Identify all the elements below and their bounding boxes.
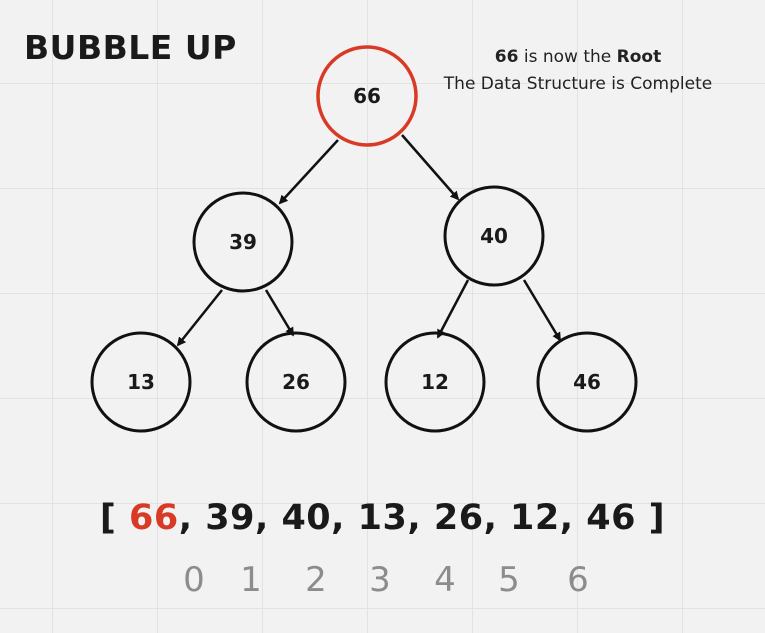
- array-index: 6: [567, 560, 589, 600]
- array-index: 1: [240, 560, 262, 600]
- status-note: 66 is now the Root The Data Structure is…: [428, 44, 728, 98]
- root-word: Root: [616, 47, 662, 67]
- array-value: 39: [205, 498, 255, 538]
- root-value: 66: [494, 47, 519, 67]
- heap-tree-diagram: 66 39 40 13 26 12 46: [90, 45, 638, 433]
- page-title: BUBBLE UP: [24, 28, 237, 67]
- edge-40-46: [522, 279, 562, 342]
- edge-39-26: [264, 289, 295, 337]
- tree-node: 40: [443, 185, 545, 287]
- edge-40-12: [436, 279, 470, 339]
- heap-array: [ 66, 39, 40, 13, 26, 12, 46 ]: [99, 498, 666, 538]
- tree-node: 46: [536, 331, 638, 433]
- array-index: 3: [369, 560, 391, 600]
- array-open-bracket: [: [99, 498, 117, 538]
- tree-node: 13: [90, 331, 192, 433]
- note-text: is now the: [518, 47, 617, 67]
- edge-66-39: [278, 139, 339, 205]
- node-label: 40: [480, 224, 508, 248]
- array-index: 5: [498, 560, 520, 600]
- status-note-line-2: The Data Structure is Complete: [443, 74, 713, 94]
- node-label: 12: [421, 370, 449, 394]
- node-label: 66: [353, 84, 381, 108]
- tree-node-root: 66: [316, 45, 418, 147]
- array-value: 46: [586, 498, 636, 538]
- array-index: 2: [305, 560, 327, 600]
- array-value-highlighted: 66: [129, 498, 179, 538]
- array-value: 13: [357, 498, 408, 538]
- node-label: 26: [282, 370, 310, 394]
- tree-node: 12: [384, 331, 486, 433]
- node-label: 46: [573, 370, 601, 394]
- status-note-line-1: 66 is now the Root: [428, 44, 728, 71]
- edge-39-13: [176, 289, 223, 347]
- array-index: 4: [434, 560, 456, 600]
- node-label: 39: [229, 230, 257, 254]
- tree-node: 39: [192, 191, 294, 293]
- array-index: 0: [183, 560, 205, 600]
- array-value: 26: [433, 498, 484, 538]
- tree-node: 26: [245, 331, 347, 433]
- array-value: 40: [281, 498, 332, 538]
- array-close-bracket: ]: [648, 498, 666, 538]
- array-value: 12: [510, 498, 560, 538]
- node-label: 13: [127, 370, 155, 394]
- edge-66-40: [401, 134, 460, 201]
